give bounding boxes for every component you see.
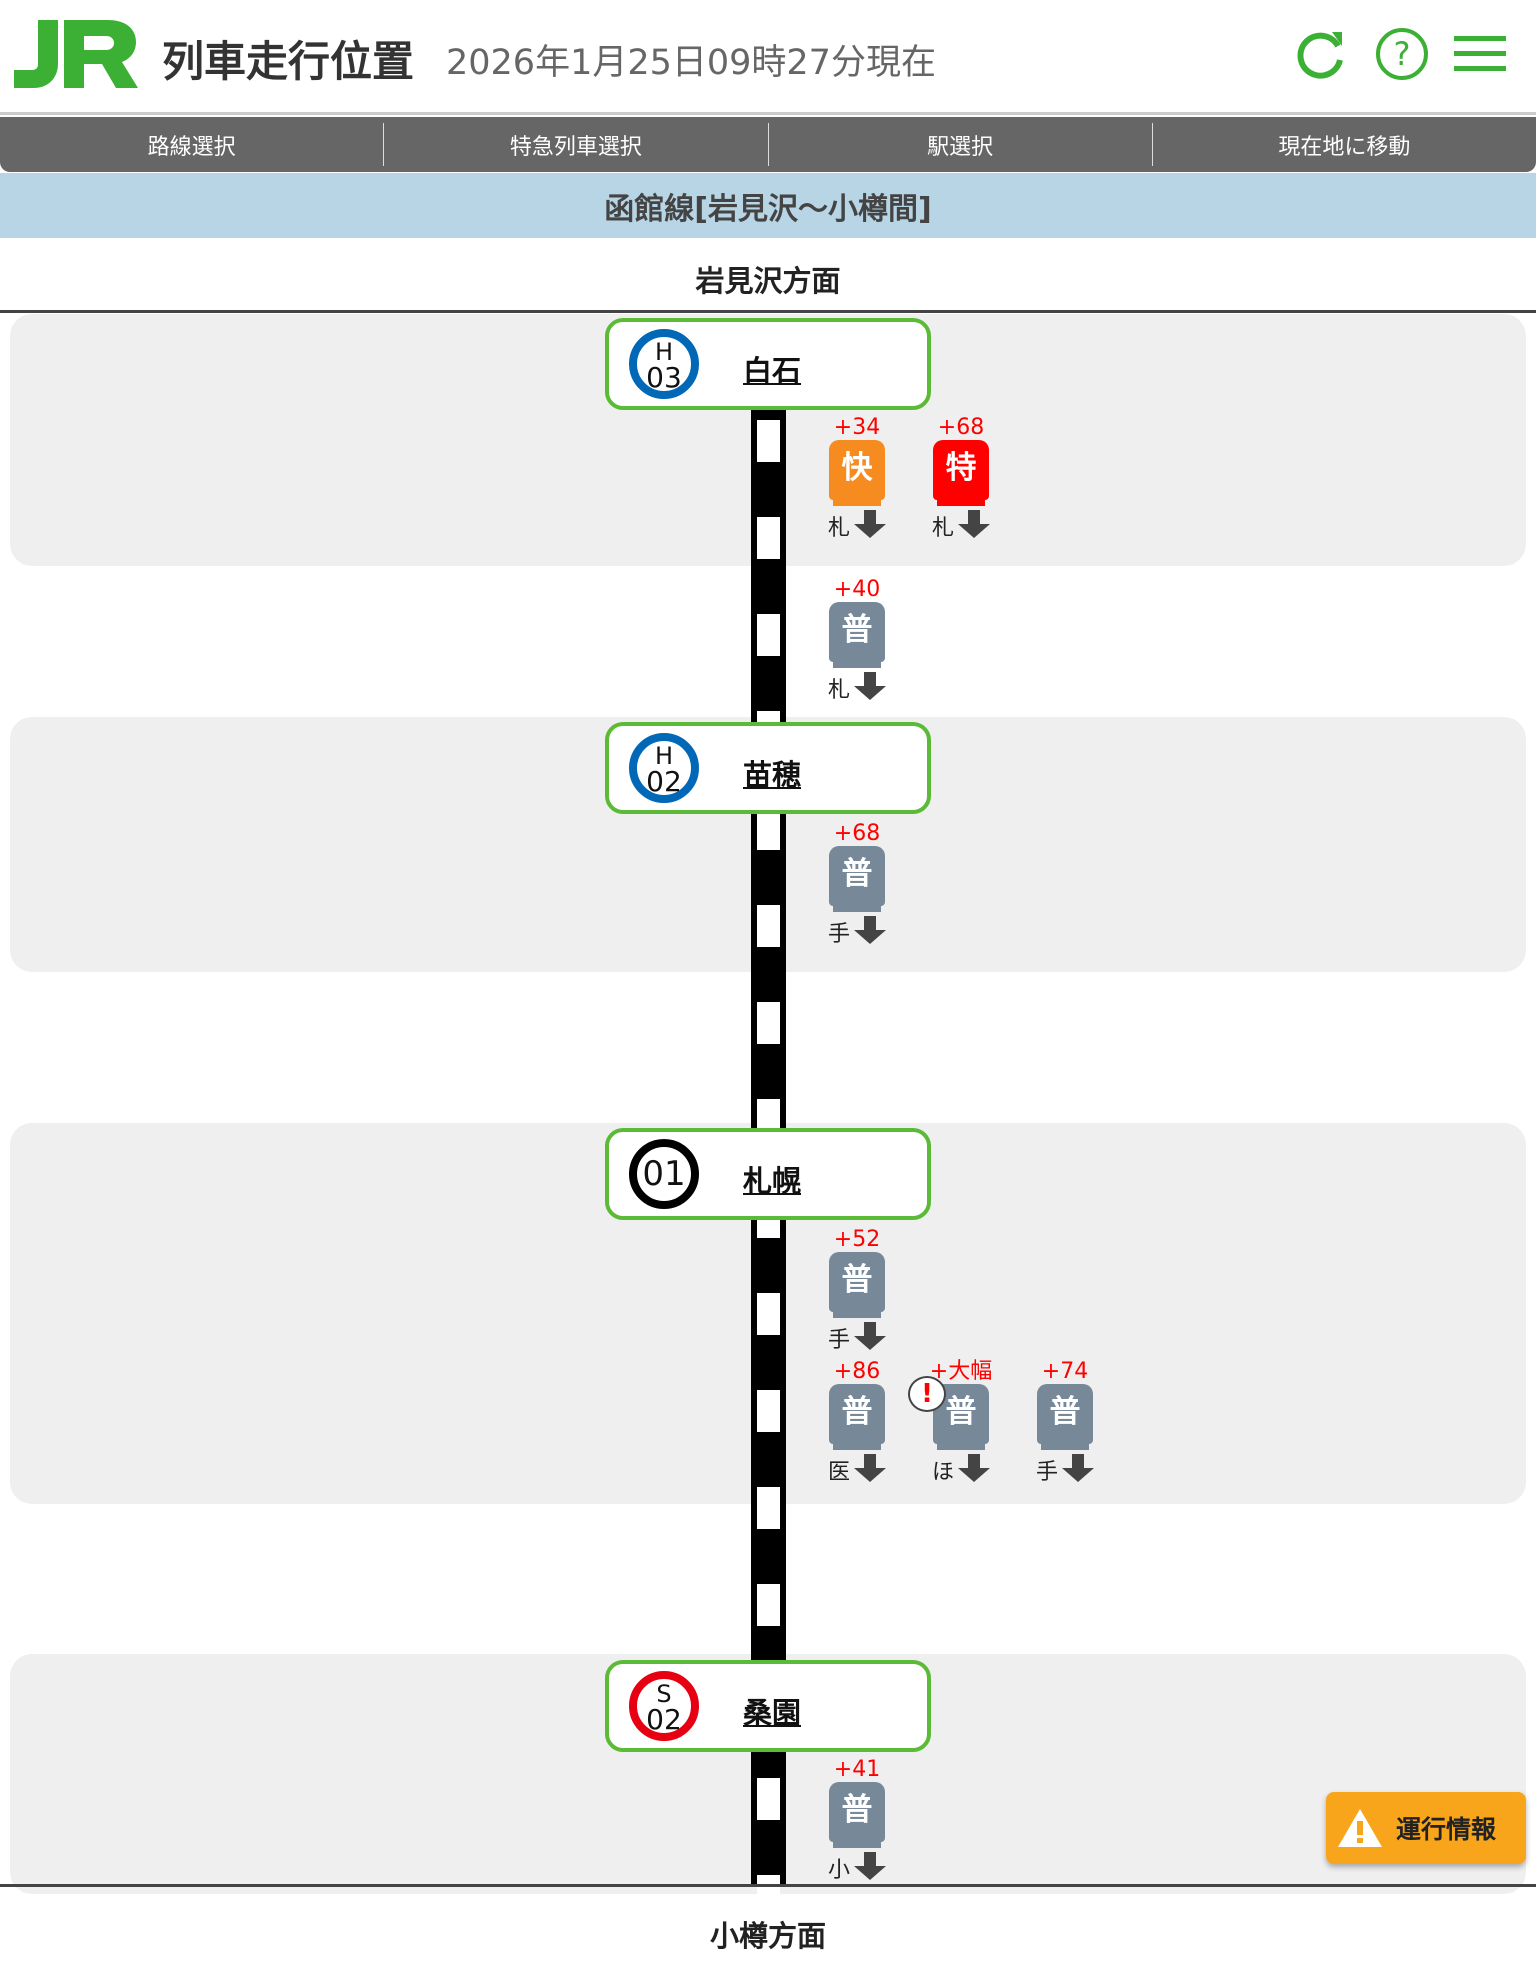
station-sapporo[interactable]: 01 札幌 xyxy=(605,1128,931,1220)
track-tie xyxy=(757,420,780,462)
direction-top: 岩見沢方面 xyxy=(695,264,841,298)
header: 列車走行位置 2026年1月25日09時27分現在 ? xyxy=(0,0,1536,115)
service-info-button[interactable]: 運行情報 xyxy=(1326,1792,1526,1864)
destination: 手 xyxy=(822,1322,892,1354)
train-icon: 普 xyxy=(829,1384,885,1450)
refresh-icon[interactable] xyxy=(1294,26,1350,82)
track-tie xyxy=(757,1293,780,1335)
destination: 手 xyxy=(822,916,892,948)
destination-label: 医 xyxy=(827,1460,850,1485)
station-name[interactable]: 白石 xyxy=(743,354,802,388)
delay-label: +74 xyxy=(1041,1359,1089,1384)
menu-icon[interactable] xyxy=(1452,26,1508,82)
train-icon: 快 xyxy=(829,440,885,506)
destination-label: 札 xyxy=(931,516,954,541)
arrow-down-icon xyxy=(854,510,886,538)
delay-label: +34 xyxy=(833,415,881,440)
train-icon: 普 xyxy=(829,846,885,912)
destination: 札 xyxy=(926,510,996,542)
destination-label: 手 xyxy=(827,1328,850,1353)
track-tie xyxy=(757,517,780,559)
destination: 小 xyxy=(822,1852,892,1884)
train-icon: 普 xyxy=(829,1252,885,1318)
destination: ほ xyxy=(926,1454,996,1486)
nav-bar: 路線選択 特急列車選択 駅選択 現在地に移動 xyxy=(0,117,1536,172)
track-tie xyxy=(757,614,780,656)
arrow-down-icon xyxy=(854,1322,886,1350)
track-tie xyxy=(757,1487,780,1529)
arrow-down-icon xyxy=(854,672,886,700)
destination-label: 手 xyxy=(827,922,850,947)
delay-label: +40 xyxy=(833,577,881,602)
app-title: 列車走行位置 xyxy=(162,37,415,86)
station-name[interactable]: 苗穂 xyxy=(743,758,802,792)
track-tie xyxy=(757,1875,780,1917)
track-tie xyxy=(757,808,780,850)
train-icon: 特 xyxy=(933,440,989,506)
help-icon[interactable]: ? xyxy=(1374,26,1430,82)
train-icon: 普 xyxy=(1037,1384,1093,1450)
track-tie xyxy=(757,905,780,947)
timestamp: 2026年1月25日09時27分現在 xyxy=(446,43,936,83)
nav-current-location[interactable]: 現在地に移動 xyxy=(1278,134,1411,160)
delay-label: +52 xyxy=(833,1227,881,1252)
arrow-down-icon xyxy=(958,510,990,538)
station-number-badge: 01 xyxy=(629,1139,699,1209)
arrow-down-icon xyxy=(958,1454,990,1482)
delay-label: +68 xyxy=(937,415,985,440)
destination: 札 xyxy=(822,510,892,542)
destination-label: 小 xyxy=(827,1858,850,1883)
destination: 札 xyxy=(822,672,892,704)
divider xyxy=(0,1884,1536,1887)
train-icon: 普 xyxy=(829,602,885,668)
destination-label: 手 xyxy=(1035,1460,1058,1485)
delay-label: +86 xyxy=(833,1359,881,1384)
track-tie xyxy=(757,1002,780,1044)
delay-label: +68 xyxy=(833,821,881,846)
delay-label: +41 xyxy=(833,1757,881,1782)
arrow-down-icon xyxy=(854,1454,886,1482)
svg-text:?: ? xyxy=(1394,35,1411,73)
nav-route-select[interactable]: 路線選択 xyxy=(0,123,385,166)
destination-label: ほ xyxy=(931,1460,954,1485)
arrow-down-icon xyxy=(1062,1454,1094,1482)
line-title: 函館線[岩見沢～小樽間] xyxy=(0,173,1536,238)
warning-icon xyxy=(1338,1809,1382,1847)
station-name[interactable]: 札幌 xyxy=(743,1164,802,1198)
service-info-label: 運行情報 xyxy=(1396,1815,1497,1844)
track-tie xyxy=(757,1390,780,1432)
direction-bottom: 小樽方面 xyxy=(709,1919,826,1953)
divider xyxy=(0,310,1536,313)
track-tie xyxy=(757,1584,780,1626)
destination: 医 xyxy=(822,1454,892,1486)
arrow-down-icon xyxy=(854,1852,886,1880)
alert-bubble-icon: ! xyxy=(908,1376,946,1412)
track-tie xyxy=(757,1778,780,1820)
destination-label: 札 xyxy=(827,678,850,703)
station-name[interactable]: 桑園 xyxy=(743,1696,802,1730)
train-icon: 普 xyxy=(829,1782,885,1848)
delay-label: +大幅 xyxy=(929,1359,993,1384)
jr-logo xyxy=(14,20,138,88)
destination: 手 xyxy=(1030,1454,1100,1486)
nav-station-select[interactable]: 駅選択 xyxy=(769,123,1153,166)
nav-express-select[interactable]: 特急列車選択 xyxy=(384,123,769,166)
arrow-down-icon xyxy=(854,916,886,944)
destination-label: 札 xyxy=(827,516,850,541)
